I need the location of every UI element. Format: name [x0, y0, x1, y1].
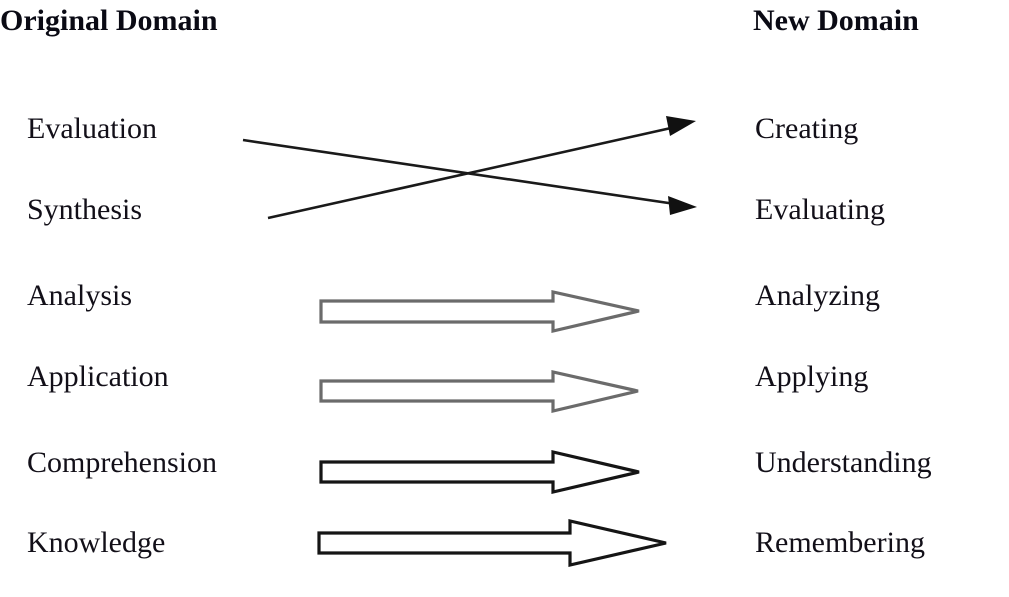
original-term-knowledge: Knowledge — [27, 526, 166, 559]
block-arrow-knowledge-to-remembering — [317, 518, 667, 568]
crossing-arrow-synthesis-to-creating — [267, 116, 696, 220]
block-arrow-analysis-to-analyzing — [319, 290, 640, 334]
crossing-arrow-evaluation-to-evaluating — [242, 138, 697, 215]
new-term-analyzing: Analyzing — [755, 279, 880, 312]
original-term-analysis: Analysis — [27, 279, 132, 312]
original-term-comprehension: Comprehension — [27, 446, 217, 479]
original-term-application: Application — [27, 360, 169, 393]
new-term-remembering: Remembering — [755, 526, 925, 559]
original-term-synthesis: Synthesis — [27, 193, 143, 226]
page-title-original-domain: Original Domain — [0, 4, 218, 37]
new-term-understanding: Understanding — [755, 446, 932, 479]
original-term-evaluation: Evaluation — [27, 112, 157, 145]
new-term-evaluating: Evaluating — [755, 193, 885, 226]
new-term-creating: Creating — [755, 112, 859, 145]
block-arrow-comprehension-to-understanding — [319, 449, 640, 495]
page-title-new-domain: New Domain — [753, 4, 919, 37]
block-arrow-application-to-applying — [319, 370, 639, 414]
new-term-applying: Applying — [755, 360, 869, 393]
